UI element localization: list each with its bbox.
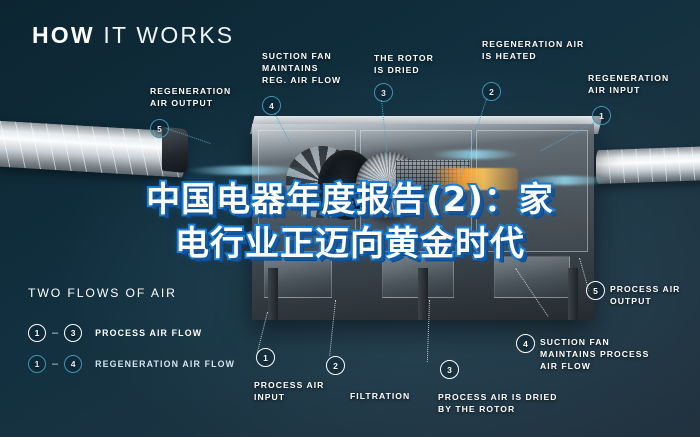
page-title-bold: HOW [32, 22, 95, 48]
callout-marker-regeneration-air-input[interactable]: 1 [592, 106, 611, 125]
cabinet-base-panel-3 [494, 256, 570, 298]
overlay-headline-line-2: 电行业正迈向黄金时代 [173, 222, 526, 266]
overlay-headline-line-1: 中国电器年度报告(2)：家 [144, 178, 555, 222]
legend-marker-to-regeneration: 4 [64, 355, 83, 373]
callout-marker-suction-fan-reg[interactable]: 4 [262, 96, 281, 115]
callout-marker-regeneration-air-output[interactable]: 5 [150, 119, 169, 138]
legend-row-process: 1 – 3 PROCESS AIR FLOW [28, 324, 202, 342]
callout-marker-regeneration-air-heated[interactable]: 2 [482, 82, 501, 101]
page-title: HOW IT WORKS [32, 22, 234, 49]
legend-label-process: PROCESS AIR FLOW [95, 328, 203, 338]
cabinet-leg-right [568, 268, 578, 320]
callout-marker-process-air-output[interactable]: 5 [586, 281, 605, 300]
legend-marker-to-process: 3 [64, 324, 83, 342]
heater-glow-icon [432, 168, 518, 190]
cabinet-leg-left [268, 268, 278, 320]
callout-marker-process-air-input[interactable]: 1 [256, 348, 275, 367]
airflow-stream-right [520, 176, 610, 185]
page-title-light: IT WORKS [103, 22, 235, 48]
legend-dash-process: – [52, 327, 59, 339]
legend-label-regeneration: REGENERATION AIR FLOW [95, 359, 236, 369]
callout-marker-rotor-is-dried[interactable]: 3 [374, 83, 393, 102]
legend-dash-regeneration: – [52, 358, 59, 370]
overlay-headline: 中国电器年度报告(2)：家 电行业正迈向黄金时代 [0, 178, 700, 266]
airflow-stream-mid [430, 150, 520, 159]
legend-marker-from-process: 1 [28, 324, 46, 342]
callout-marker-filtration[interactable]: 2 [326, 356, 345, 375]
legend-title: TWO FLOWS OF AIR [28, 286, 177, 300]
legend-marker-from-regeneration: 1 [28, 355, 46, 373]
airflow-stream-left [186, 166, 306, 175]
callout-label-filtration: FILTRATION [350, 391, 411, 401]
callout-marker-suction-fan-process[interactable]: 4 [516, 334, 535, 353]
callout-marker-process-air-dried[interactable]: 3 [440, 360, 459, 379]
legend-row-regeneration: 1 – 4 REGENERATION AIR FLOW [28, 355, 235, 373]
cabinet-leg-center [418, 268, 428, 320]
